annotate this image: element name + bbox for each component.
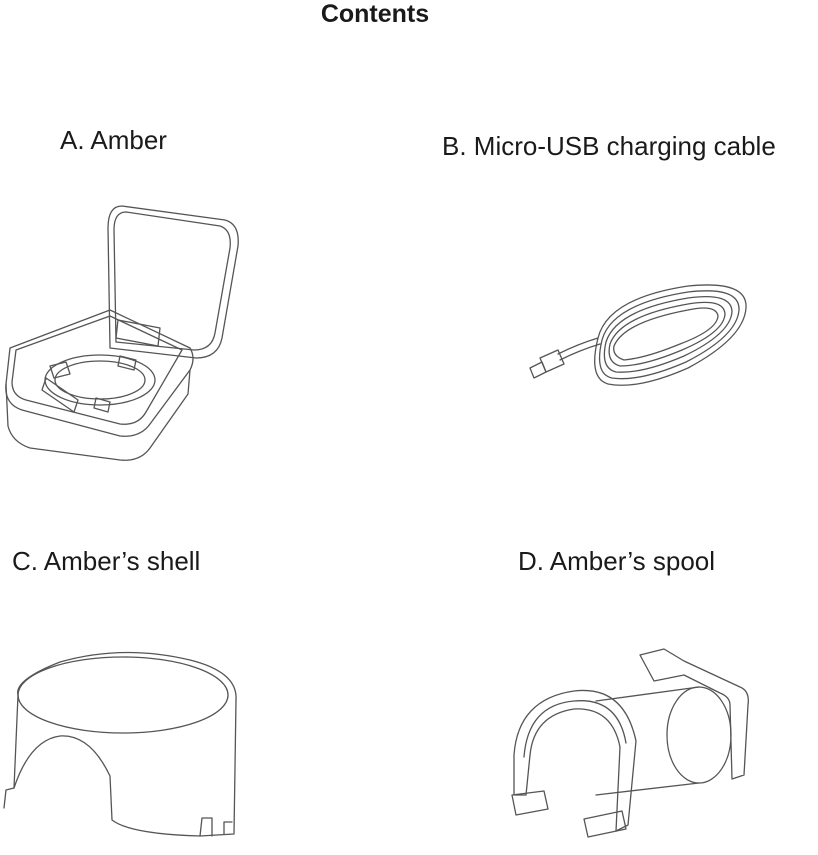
item-label-shell: C. Amber’s shell (12, 546, 200, 576)
usb-cable-icon (528, 278, 778, 398)
item-label-amber: A. Amber (60, 125, 167, 155)
item-label-spool: D. Amber’s spool (518, 546, 715, 576)
shell-icon (0, 640, 250, 850)
spool-icon (504, 645, 754, 855)
item-label-cable: B. Micro-USB charging cable (442, 131, 776, 161)
page-title: Contents (0, 0, 750, 28)
amber-case-icon (0, 198, 245, 463)
